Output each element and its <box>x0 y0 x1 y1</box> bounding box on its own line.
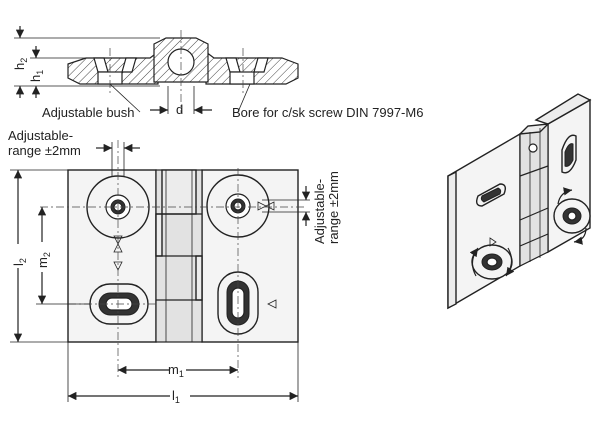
adjustable-range-top-line1: Adjustable- <box>8 128 73 143</box>
d-dimension: d <box>150 86 212 117</box>
horizontal-dimensions: m1 l1 <box>67 342 299 405</box>
l1-sub-label: 1 <box>175 395 180 405</box>
svg-text:h1: h1 <box>28 70 45 82</box>
svg-text:m1: m1 <box>168 362 184 379</box>
m1-sub-label: 1 <box>179 369 184 379</box>
svg-text:l1: l1 <box>172 388 180 405</box>
adjustable-range-side: Adjustable- range ±2mm <box>262 171 341 244</box>
m2-label: m <box>35 257 50 268</box>
svg-text:h2: h2 <box>12 58 29 70</box>
section-view <box>67 30 299 113</box>
adjustable-range-side-line1: Adjustable- <box>312 179 327 244</box>
adjustable-range-side-line2: range ±2mm <box>326 171 341 244</box>
bore-label: Bore for c/sk screw DIN 7997-M6 <box>232 105 423 120</box>
h1-sub-label: 1 <box>35 70 45 75</box>
svg-text:l2: l2 <box>11 258 28 266</box>
d-label: d <box>176 102 183 117</box>
h2-sub-label: 2 <box>19 58 29 63</box>
h1-label: h <box>28 75 43 82</box>
l2-label: l <box>11 263 26 266</box>
h2-label: h <box>12 63 27 70</box>
l2-sub-label: 2 <box>18 258 28 263</box>
adjustable-bush-label: Adjustable bush <box>42 105 135 120</box>
l1-label: l <box>172 388 175 403</box>
adjustable-range-top-line2: range ±2mm <box>8 143 81 158</box>
vertical-dimensions: l2 m2 <box>8 169 90 343</box>
isometric-view <box>447 93 592 310</box>
adjustable-range-top: Adjustable- range ±2mm <box>8 128 140 176</box>
svg-text:m2: m2 <box>35 252 52 268</box>
m1-label: m <box>168 362 179 377</box>
front-view <box>40 140 306 378</box>
height-dimensions: h2 h1 <box>12 26 160 98</box>
m2-sub-label: 2 <box>42 252 52 257</box>
